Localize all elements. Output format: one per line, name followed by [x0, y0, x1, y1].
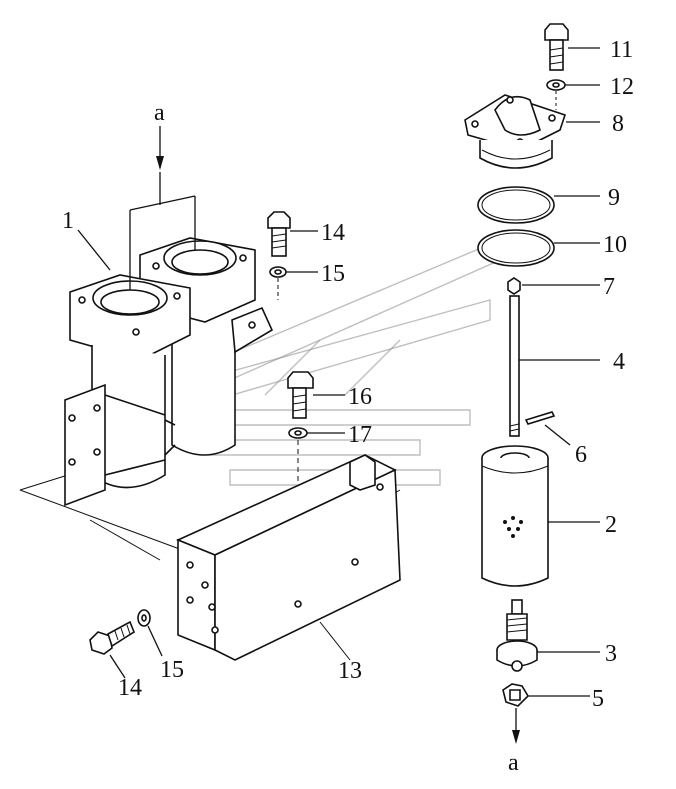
callout-9: 9 [608, 185, 620, 211]
callout-10: 10 [603, 232, 627, 258]
filter-bracket-part [19, 237, 401, 576]
filter-cartridge-2 [481, 445, 600, 587]
o-ring-10 [477, 229, 600, 267]
callout-14-lower: 14 [118, 675, 142, 701]
callout-11: 11 [610, 37, 633, 63]
drain-valve-3 [496, 599, 600, 672]
callout-3: 3 [605, 641, 617, 667]
filter-head-8 [464, 94, 600, 169]
callout-4: 4 [613, 349, 625, 375]
callout-16: 16 [348, 384, 372, 410]
callout-12: 12 [610, 74, 634, 100]
connection-mark-top: a [154, 100, 165, 126]
wing-nut-5 [502, 683, 590, 707]
callout-8: 8 [612, 111, 624, 137]
center-rod-4 [509, 295, 600, 437]
callout-15-lower: 15 [160, 657, 184, 683]
washer-15-lower [137, 609, 163, 657]
callout-15-upper: 15 [321, 261, 345, 287]
nut-7 [507, 277, 600, 295]
connection-arrow-top [129, 126, 196, 290]
bolt-14-lower [89, 620, 135, 679]
washer-15-upper [269, 266, 318, 300]
callout-13: 13 [338, 658, 362, 684]
bolt-11 [544, 23, 600, 71]
callout-labels: 1 2 3 4 5 6 7 8 9 10 11 12 13 14 14 15 1… [62, 37, 634, 776]
bolt-16 [287, 371, 345, 419]
washer-17 [288, 427, 345, 600]
cotter-pin-6 [524, 411, 571, 446]
connection-arrow-bottom [512, 708, 520, 744]
callout-14-upper: 14 [321, 220, 345, 246]
callout-6: 6 [575, 442, 587, 468]
bolt-14-upper [267, 211, 318, 257]
washer-12 [546, 79, 600, 110]
o-ring-9 [477, 186, 600, 224]
callout-17: 17 [348, 422, 372, 448]
callout-7: 7 [603, 274, 615, 300]
callout-5: 5 [592, 686, 604, 712]
mounting-bracket-13 [89, 454, 401, 661]
callout-1: 1 [62, 208, 74, 234]
callout-2: 2 [605, 512, 617, 538]
connection-mark-bottom: a [508, 750, 519, 776]
